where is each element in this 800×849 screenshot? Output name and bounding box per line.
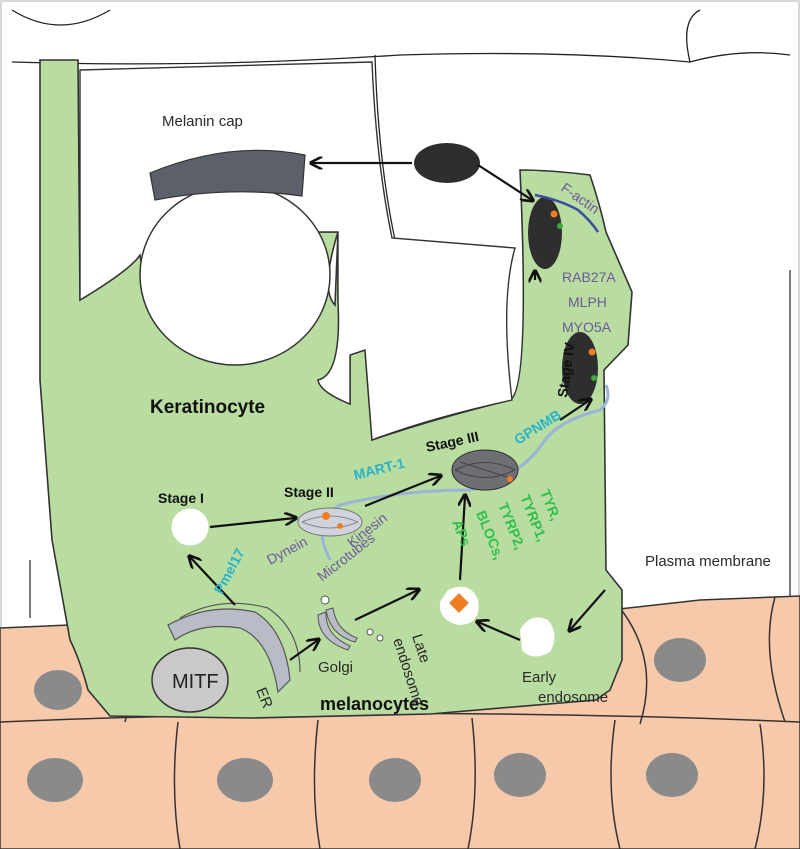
dendrite-melanosome-1 (528, 197, 562, 269)
upper-cell-outlines (11, 9, 791, 241)
mlph-label: MLPH (568, 294, 607, 310)
melanin-cap (149, 149, 306, 201)
golgi-apparatus (317, 595, 384, 651)
mitf-label: MITF (172, 671, 219, 693)
stage-ii-label: Stage II (284, 484, 334, 500)
cargo-dot (591, 375, 597, 381)
keratinocyte-nucleus (139, 184, 331, 366)
cargo-dot (588, 348, 596, 356)
melanin-cap-label: Melanin cap (162, 113, 243, 130)
f-actin-filament (534, 193, 600, 233)
rab27a-label: RAB27A (562, 269, 616, 285)
stage-i-label: Stage I (158, 490, 204, 506)
basal-nucleus (217, 758, 273, 802)
golgi-label: Golgi (318, 659, 353, 676)
transferred-melanosome (414, 143, 480, 183)
endoplasmic-reticulum (167, 608, 291, 694)
basal-nucleus (646, 753, 698, 797)
early-endosome (520, 617, 555, 657)
basal-nucleus (369, 758, 421, 802)
stage-iv-label: Stage IV (554, 341, 578, 399)
cargo-dot (550, 210, 558, 218)
myo5a-label: MYO5A (562, 319, 612, 335)
plasma-membrane-label-bg (640, 548, 772, 574)
side-cell-outlines (29, 270, 791, 618)
basal-nucleus (27, 758, 83, 802)
dendrite-melanosome-2 (562, 332, 598, 404)
plasma-membrane-label: Plasma membrane (645, 553, 771, 570)
early-endosome-label-line1: Early (522, 669, 557, 686)
er-label: ER (252, 685, 276, 711)
basal-nucleus (34, 670, 82, 710)
late-endosome (439, 586, 479, 625)
melanocytes-label: melanocytes (320, 694, 429, 714)
mitf-nucleus (151, 647, 229, 713)
pathway-arrows (190, 163, 606, 661)
stage-i-vesicle (171, 508, 209, 546)
stage-iii-melanosome (451, 449, 519, 491)
keratinocyte-label: Keratinocyte (150, 397, 265, 418)
basal-nucleus (494, 753, 546, 797)
basal-nucleus (654, 638, 706, 682)
cargo-dot (557, 223, 563, 229)
early-endosome-label-line2: endosome (538, 689, 608, 706)
